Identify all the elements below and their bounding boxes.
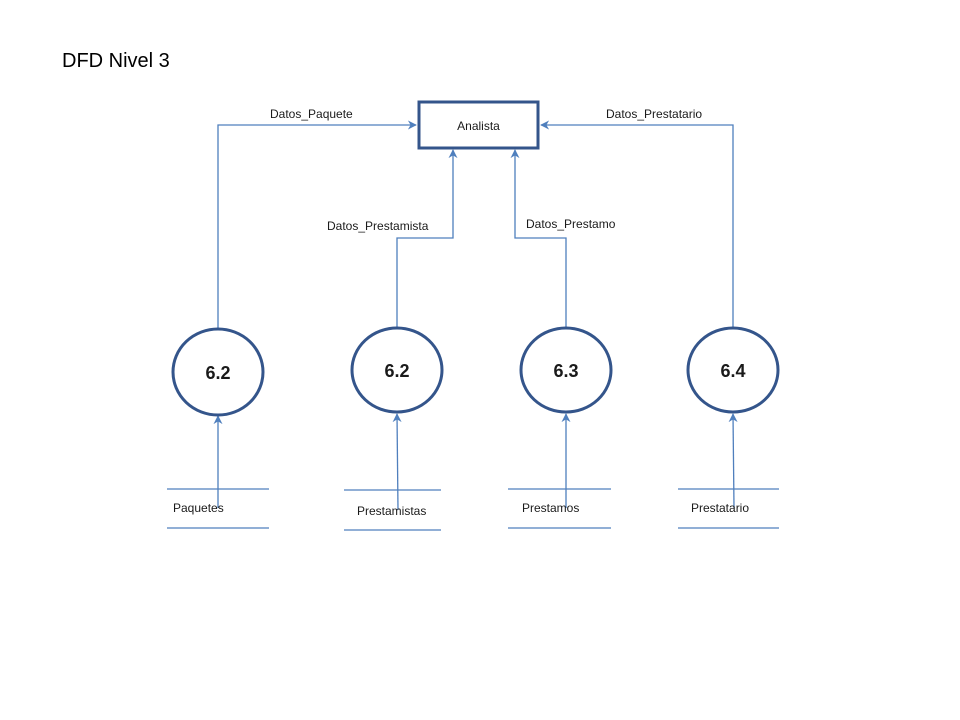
flow-label-datos-paquete: Datos_Paquete	[270, 107, 353, 121]
entity-analista	[417, 100, 540, 150]
flow-line-datos-paquete	[217, 120, 417, 330]
process-circle-4	[686, 326, 780, 414]
flow-label-datos-prestamista: Datos_Prestamista	[327, 219, 429, 233]
process-label-1: 6.2	[205, 363, 230, 383]
store-label-prestamistas: Prestamistas	[357, 504, 426, 518]
store-label-paquetes: Paquetes	[173, 501, 224, 515]
store-flow-prestatario	[728, 413, 738, 509]
process-label-3: 6.3	[553, 361, 578, 381]
store-label-prestatario: Prestatario	[691, 501, 749, 515]
entity-analista-label: Analista	[457, 119, 500, 133]
process-circle-3	[519, 326, 613, 414]
store-flow-prestamistas	[392, 413, 402, 511]
process-circle-1	[171, 327, 265, 417]
flow-line-datos-prestatario	[540, 120, 734, 328]
flow-line-datos-prestamista	[396, 149, 458, 328]
process-label-4: 6.4	[720, 361, 745, 381]
process-label-2: 6.2	[384, 361, 409, 381]
store-label-prestamos: Prestamos	[522, 501, 579, 515]
flow-label-datos-prestamo: Datos_Prestamo	[526, 217, 616, 231]
process-circle-2	[350, 326, 444, 414]
diagram-title: DFD Nivel 3	[62, 50, 170, 72]
flow-line-datos-prestamo	[510, 149, 567, 328]
flow-label-datos-prestatario: Datos_Prestatario	[606, 107, 702, 121]
